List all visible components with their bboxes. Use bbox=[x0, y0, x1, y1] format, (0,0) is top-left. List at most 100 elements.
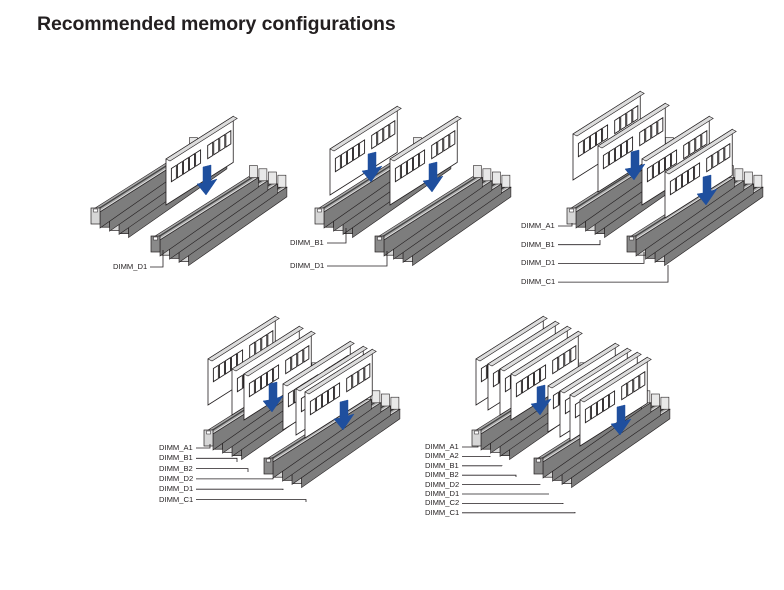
latch-notch bbox=[93, 208, 98, 213]
dimm-label-dimm-d1: DIMM_D1 bbox=[425, 489, 460, 498]
module-chip bbox=[407, 156, 413, 175]
module-chip bbox=[480, 364, 487, 383]
module-chip bbox=[701, 129, 708, 148]
module-chip bbox=[328, 385, 334, 404]
leader-line bbox=[327, 228, 347, 244]
module-chip bbox=[621, 382, 628, 401]
drawing bbox=[471, 315, 671, 489]
dimm-label-dimm-b2: DIMM_B2 bbox=[425, 470, 459, 480]
module-chip bbox=[170, 164, 177, 183]
right-bank-slot bbox=[150, 165, 260, 257]
leader-line bbox=[462, 446, 479, 448]
slot-latch bbox=[374, 235, 385, 253]
module-edge bbox=[295, 346, 368, 392]
memory-module bbox=[304, 348, 377, 439]
slot-back-latch bbox=[371, 390, 381, 404]
module-chip bbox=[219, 133, 226, 152]
insert-arrow-icon bbox=[333, 399, 355, 431]
leader-line bbox=[462, 474, 517, 477]
module-chip bbox=[695, 133, 702, 152]
slot-highlight bbox=[633, 177, 733, 241]
module-chip bbox=[626, 108, 633, 127]
module-chip bbox=[189, 152, 195, 171]
slot-back-latch bbox=[381, 393, 390, 407]
dimm-label-dimm-a1: DIMM_A1 bbox=[159, 443, 193, 452]
memory-module bbox=[329, 105, 402, 196]
module-chip bbox=[322, 389, 328, 408]
module-chip bbox=[602, 151, 609, 170]
module-chip bbox=[639, 128, 646, 147]
module-chip bbox=[639, 370, 646, 389]
leader-line bbox=[558, 223, 573, 227]
module-chip bbox=[596, 127, 602, 146]
module-edge bbox=[547, 343, 620, 389]
slot-groove bbox=[378, 176, 478, 240]
module-chip bbox=[352, 370, 359, 389]
module-edge bbox=[559, 348, 632, 394]
module-chip bbox=[689, 137, 696, 156]
slot-latch bbox=[314, 207, 325, 225]
leader-line bbox=[150, 250, 164, 268]
module-chip bbox=[291, 352, 298, 371]
module-chip bbox=[431, 141, 438, 160]
module-edge bbox=[641, 116, 714, 162]
dimm-label-dimm-b1: DIMM_B1 bbox=[521, 239, 555, 249]
module-chip bbox=[669, 177, 676, 196]
dimm-label-dimm-c1: DIMM_C1 bbox=[521, 277, 556, 287]
module-chip bbox=[347, 146, 353, 165]
module-chip bbox=[590, 401, 597, 420]
module-chip bbox=[212, 364, 219, 383]
module-chip bbox=[400, 160, 407, 179]
slot-back-latch bbox=[277, 174, 287, 188]
latch-notch bbox=[569, 208, 574, 213]
module-chip bbox=[437, 137, 444, 156]
module-chip bbox=[383, 123, 390, 142]
leader-line bbox=[196, 468, 249, 472]
module-chip bbox=[552, 391, 559, 410]
module-chip bbox=[218, 360, 225, 379]
latch-notch bbox=[629, 236, 634, 241]
memory-module bbox=[572, 90, 645, 181]
memory-module bbox=[243, 330, 316, 421]
dimm-label-dimm-d2: DIMM_D2 bbox=[159, 473, 194, 483]
dimm-label-dimm-c1: DIMM_C1 bbox=[425, 507, 460, 517]
dimm-label-dimm-d1: DIMM_D1 bbox=[159, 484, 194, 494]
module-chip bbox=[659, 156, 665, 175]
module-edge bbox=[165, 116, 238, 162]
module-chip bbox=[504, 374, 511, 393]
module-chip bbox=[597, 397, 603, 416]
latch-notch bbox=[536, 458, 541, 463]
leader-line bbox=[196, 488, 284, 490]
slot-latch bbox=[533, 457, 544, 475]
module-chip bbox=[413, 152, 419, 171]
slot-back-latch bbox=[753, 174, 763, 188]
module-chip bbox=[528, 371, 534, 390]
module-chip bbox=[443, 133, 450, 152]
module-chip bbox=[334, 382, 341, 401]
module-chip bbox=[583, 135, 590, 154]
leader-line bbox=[462, 455, 491, 457]
module-chip bbox=[688, 165, 694, 184]
module-chip bbox=[213, 137, 220, 156]
leader-line bbox=[327, 251, 388, 267]
module-chip bbox=[603, 393, 609, 412]
latch-notch bbox=[153, 236, 158, 241]
slot-highlight bbox=[381, 177, 481, 241]
module-edge bbox=[231, 326, 304, 372]
slot-back-latch bbox=[501, 174, 511, 188]
insert-arrow-icon bbox=[262, 381, 284, 413]
module-chip bbox=[377, 127, 384, 146]
module-chip bbox=[254, 375, 261, 394]
module-chip bbox=[183, 156, 189, 175]
module-chip bbox=[303, 344, 310, 363]
module-chip bbox=[521, 375, 528, 394]
slot-latch bbox=[471, 429, 482, 447]
dimm-label-dimm-d1: DIMM_D1 bbox=[113, 262, 148, 271]
module-chip bbox=[515, 379, 522, 398]
